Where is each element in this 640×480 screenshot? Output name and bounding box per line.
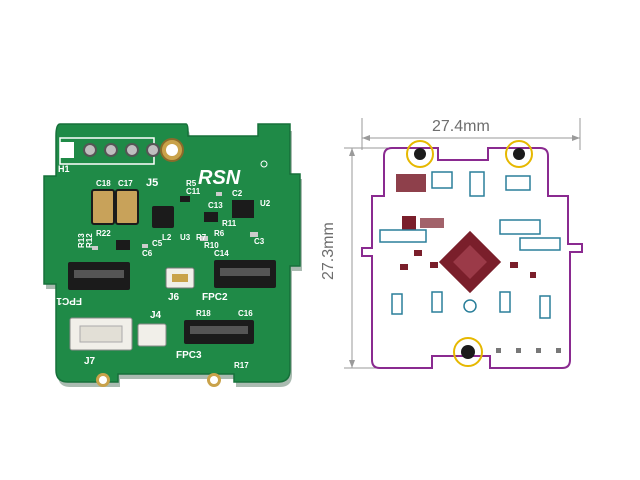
label-c14: C14 [214,249,229,258]
fpc2-connector [214,260,276,288]
h1-header-pads [83,143,160,157]
j4-connector [137,323,167,347]
fpc3-connector [184,320,254,344]
fpc1-connector [68,262,130,290]
height-dimension-label: 27.3mm [320,222,337,280]
label-c2: C2 [232,189,243,198]
label-r7: R7 [196,233,207,242]
label-c6: C6 [142,249,153,258]
label-r12: R12 [85,233,94,248]
label-c16: C16 [238,309,253,318]
ic-u2 [232,200,254,218]
label-c18: C18 [96,179,111,188]
label-h1: H1 [58,164,70,174]
label-c13: C13 [208,201,223,210]
label-c11: C11 [186,187,201,196]
label-c3: C3 [254,237,265,246]
pcb-outline-drawing [344,118,583,369]
pcb-board-photo: RSN [43,123,302,387]
label-u3: U3 [180,233,191,242]
h1-pin1-square [60,142,74,158]
width-dimension-label: 27.4mm [432,118,490,135]
label-r6: R6 [214,229,225,238]
label-j4: J4 [150,310,162,321]
label-j6: J6 [168,292,180,303]
label-fpc3: FPC3 [176,350,202,361]
label-fpc1: FPC1 [56,295,82,306]
j7-connector [69,317,133,351]
label-r11: R11 [222,219,237,228]
label-c5: C5 [152,239,163,248]
label-l2: L2 [162,233,172,242]
label-r13: R13 [77,233,86,248]
label-r10: R10 [204,241,219,250]
capacitor-pair [91,189,139,225]
label-r17: R17 [234,361,249,370]
label-fpc2: FPC2 [202,292,228,303]
label-c17: C17 [118,179,133,188]
label-j7: J7 [84,356,96,367]
label-j5: J5 [146,177,158,189]
j6-connector [165,267,195,289]
silkscreen-labels: H1 J5 C18 C17 R5 C11 C2 C13 U2 R22 C6 U3… [56,164,271,370]
rsn-logo-text: RSN [198,167,241,189]
label-r22: R22 [96,229,111,238]
mount-hole-markers [406,140,533,367]
layout-components [379,171,561,353]
label-r5: R5 [186,179,197,188]
inductor-l2 [152,206,174,228]
label-u2: U2 [260,199,271,208]
label-r18: R18 [196,309,211,318]
